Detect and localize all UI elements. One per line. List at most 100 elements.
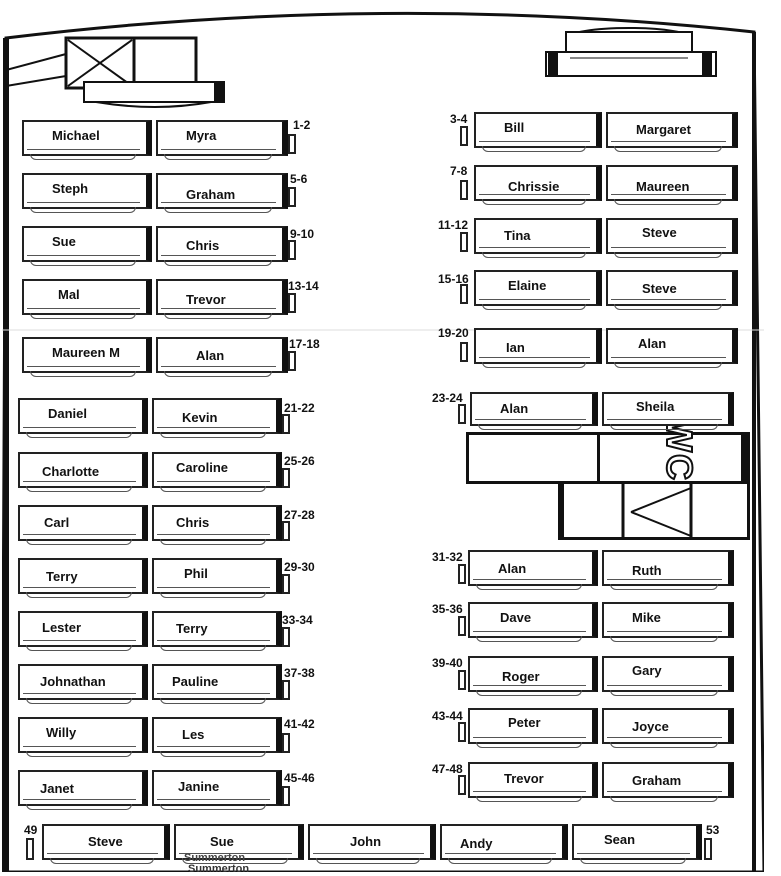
driver-seat [6,36,225,108]
seat-arm [282,786,290,806]
seat-left-b[interactable]: Caroline [152,452,282,492]
seat-right-a[interactable]: Ian [474,328,602,368]
seat-number: 23-24 [432,391,463,405]
seat-left-a[interactable]: Lester [18,611,148,651]
passenger-name: Les [182,727,205,742]
passenger-name: Chris [186,238,220,253]
passenger-name: Daniel [48,406,88,421]
seat-left-b[interactable]: Chris [156,226,288,266]
seat-right-a[interactable]: Bill [474,112,602,152]
seat-left-a[interactable]: Johnathan [18,664,148,704]
seat-arm [704,838,712,860]
back-row-sublabel: Summerton [184,852,246,864]
seat-left-a[interactable]: Maureen M [22,337,152,377]
passenger-name: Ian [506,340,525,355]
seat-left-a[interactable]: Michael [22,120,152,160]
seat-left-a[interactable]: Sue [22,226,152,266]
back-seat-2[interactable]: Sue [174,824,304,864]
passenger-name: Chris [176,515,210,530]
seat-arm [282,414,290,434]
seat-right-b[interactable]: Margaret [606,112,738,152]
seat-number: 11-12 [438,218,469,232]
passenger-name: Lester [42,620,82,635]
seat-left-a[interactable]: Steph [22,173,152,213]
seat-arm [288,240,296,260]
seat-left-b[interactable]: Terry [152,611,282,651]
seat-arm [282,468,290,488]
seat-right-a[interactable]: Elaine [474,270,602,310]
seat-arm [460,232,468,252]
seat-number: 53 [706,823,720,837]
seat-arm [288,351,296,371]
seat-right-b[interactable]: Steve [606,270,738,310]
seat-arm [458,564,466,584]
passenger-name: Sue [52,234,76,249]
back-seat-4[interactable]: Andy [440,824,568,864]
seat-number: 37-38 [284,666,315,680]
seat-right-b[interactable]: Joyce [602,708,734,748]
seat-left-b[interactable]: Pauline [152,664,282,704]
seat-right-b[interactable]: Alan [606,328,738,368]
passenger-name: Caroline [176,460,229,475]
seat-right-a[interactable]: Peter [468,708,598,748]
seat-left-b[interactable]: Les [152,717,282,757]
seat-arm [282,627,290,647]
passenger-name: Steph [52,181,89,196]
passenger-name: Alan [638,336,667,351]
seat-right-a[interactable]: Chrissie [474,165,602,205]
seat-right-b[interactable]: Ruth [602,550,734,590]
seat-left-a[interactable]: Janet [18,770,148,810]
courier-seat [545,27,717,77]
seat-left-a[interactable]: Mal [22,279,152,319]
passenger-name: Joyce [632,719,669,734]
passenger-name: Steve [642,281,677,296]
seat-right-a[interactable]: Trevor [468,762,598,802]
seat-right-b[interactable]: Steve [606,218,738,258]
back-seat-5[interactable]: Sean [572,824,702,864]
passenger-name: Gary [632,663,662,678]
seat-left-b[interactable]: Kevin [152,398,282,438]
seat-right-b[interactable]: Gary [602,656,734,696]
passenger-name: Ruth [632,563,662,578]
seat-right-a[interactable]: Alan [470,392,598,430]
seat-number: 27-28 [284,508,315,522]
seat-left-b[interactable]: Graham [156,173,288,213]
seat-right-b[interactable]: Graham [602,762,734,802]
seat-left-a[interactable]: Willy [18,717,148,757]
seat-number: 3-4 [450,112,468,126]
passenger-name: Elaine [508,278,547,293]
seat-left-b[interactable]: Janine [152,770,282,810]
back-seat-3[interactable]: John [308,824,436,864]
seat-left-b[interactable]: Alan [156,337,288,377]
seat-number: 1-2 [293,118,311,132]
seat-left-b[interactable]: Chris [152,505,282,545]
passenger-name: Alan [196,348,225,363]
seat-left-b[interactable]: Myra [156,120,288,160]
seat-number: 35-36 [432,602,463,616]
seat-right-b[interactable]: Mike [602,602,734,642]
seat-number: 9-10 [290,227,315,241]
seat-number: 49 [24,823,38,837]
seat-left-a[interactable]: Charlotte [18,452,148,492]
seat-right-b[interactable]: Sheila [602,392,734,430]
back-seat-1[interactable]: Steve [42,824,170,864]
seat-number: 33-34 [282,613,313,627]
passenger-name: Margaret [636,122,691,137]
seat-right-a[interactable]: Alan [468,550,598,590]
seat-arm [460,126,468,146]
passenger-name: Pauline [172,674,219,689]
seat-left-a[interactable]: Daniel [18,398,148,438]
seat-left-b[interactable]: Trevor [156,279,288,319]
seat-left-a[interactable]: Terry [18,558,148,598]
seat-right-a[interactable]: Dave [468,602,598,642]
passenger-name: Sean [604,832,636,847]
passenger-name: John [350,834,382,849]
seat-left-a[interactable]: Carl [18,505,148,545]
seat-right-a[interactable]: Tina [474,218,602,258]
seat-right-a[interactable]: Roger [468,656,598,696]
passenger-name: Terry [176,621,208,636]
passenger-name: Mike [632,610,661,625]
passenger-name: Mal [58,287,80,302]
seat-left-b[interactable]: Phil [152,558,282,598]
seat-right-b[interactable]: Maureen [606,165,738,205]
